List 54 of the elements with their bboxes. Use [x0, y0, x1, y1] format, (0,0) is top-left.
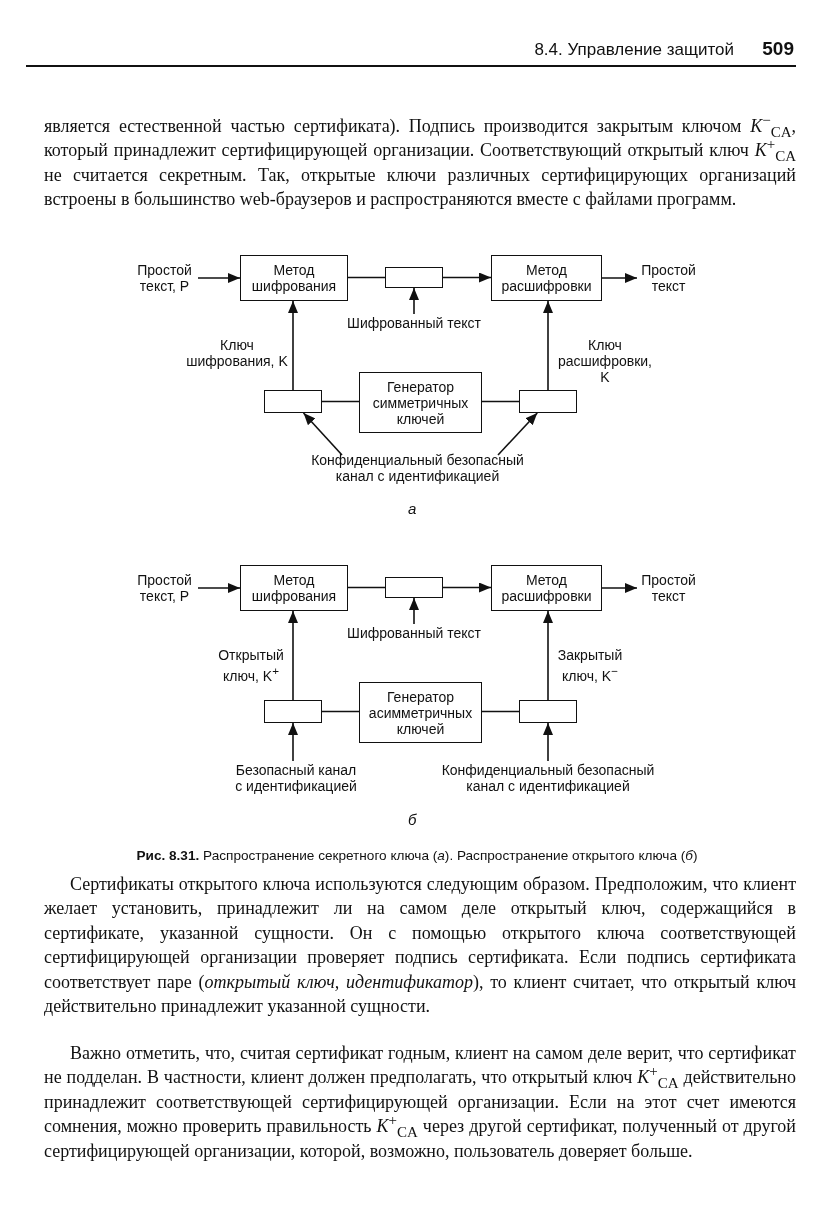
- ciphertext-label: Шифрованный текст: [335, 314, 493, 332]
- process-box: Метод расшифровки: [491, 255, 602, 301]
- edge-label: Ключ расшифровки, K: [557, 337, 653, 385]
- ciphertext-label: Шифрованный текст: [335, 624, 493, 642]
- body-paragraph: Важно отметить, что, считая сертификат годным, клиент на самом деле верит, что сертификат не подделан. В частности, клиент должен предполагать, что открытый ключ K$^{+}$$_{CA}$ действительно принадлежит соответствующей сертифицирующей организации. Если на этот счет имеются сомнения, можно проверить правильность K$^{+}$$_{CA}$ через другой сертификат, полученный от другой сертифицирующей организации, которой, возможно, пользователь доверяет больше.: [44, 1042, 796, 1163]
- process-box: Метод расшифровки: [491, 565, 602, 611]
- process-box: Метод шифрования: [240, 255, 348, 301]
- arrow: [601, 583, 638, 593]
- connector-line: [481, 710, 520, 713]
- arrow: [543, 610, 553, 701]
- edge-label: Открытый ключ, K$^{+}$: [217, 647, 285, 684]
- connector-line: [347, 586, 386, 589]
- channel-label: Конфиденциальный безопасный канал с идентификацией: [270, 451, 565, 485]
- page-number: 509: [762, 38, 794, 60]
- generator-box: Генератор асимметричных ключей: [359, 682, 482, 743]
- channel-label: Конфиденциальный безопасный канал с идентификацией: [400, 761, 696, 795]
- arrow: [288, 300, 298, 391]
- arrow: [197, 583, 241, 593]
- arrow: [288, 722, 298, 762]
- connector-line: [321, 710, 360, 713]
- blank-box: [264, 390, 322, 413]
- output-label: Простой текст: [637, 569, 700, 607]
- arrow: [288, 610, 298, 701]
- edge-label: Закрытый ключ, K$^{−}$: [556, 647, 624, 684]
- subfigure-letter: а: [408, 500, 417, 517]
- connector-line: [347, 276, 386, 279]
- output-label: Простой текст: [637, 259, 700, 297]
- arrow: [409, 597, 419, 625]
- blank-box: [385, 577, 443, 598]
- blank-box: [519, 700, 577, 723]
- process-box: Метод шифрования: [240, 565, 348, 611]
- arrow: [442, 272, 492, 283]
- generator-box: Генератор симметричных ключей: [359, 372, 482, 433]
- arrow: [442, 582, 492, 593]
- body-paragraph: Сертификаты открытого ключа используются следующим образом. Предположим, что клиент желает установить, принадлежит ли на самом деле открытый ключ, содержащийся в сертификате, указанной сущности. Он с помощью открытого ключа соответствующей сертифицирующей организации проверяет подпись сертификата. Если подпись сертификата соответствует паре (открытый ключ, идентификатор), то клиент считает, что открытый ключ действительно принадлежит указанной сущности.: [44, 873, 796, 1019]
- connector-line: [321, 400, 360, 403]
- subfigure-letter: б: [408, 811, 417, 828]
- input-label: Простой текст, P: [131, 569, 198, 607]
- edge-label: Ключ шифрования, K: [186, 337, 288, 369]
- blank-box: [519, 390, 577, 413]
- arrow: [197, 273, 241, 283]
- blank-box: [385, 267, 443, 288]
- arrow: [409, 287, 419, 315]
- arrow: [497, 412, 539, 456]
- arrow: [543, 722, 553, 762]
- arrow: [601, 273, 638, 283]
- running-header: 8.4. Управление защитой: [534, 40, 734, 60]
- arrow: [543, 300, 553, 391]
- arrow: [302, 412, 343, 456]
- figure-caption: Рис. 8.31. Распространение секретного ключа (а). Распространение открытого ключа (б): [135, 848, 699, 863]
- connector-line: [481, 400, 520, 403]
- channel-label: Безопасный канал с идентификацией: [220, 761, 372, 795]
- blank-box: [264, 700, 322, 723]
- input-label: Простой текст, P: [131, 259, 198, 297]
